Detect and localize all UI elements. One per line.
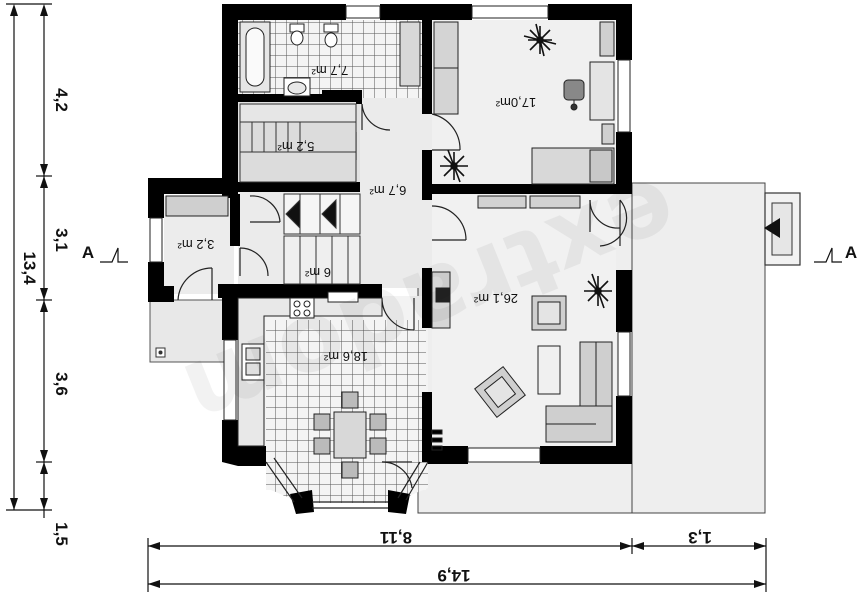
room-label-hall: 6,7 m² (369, 183, 407, 198)
coffee-table (537, 345, 561, 395)
room-label-bedroom: 17,0m² (495, 95, 536, 110)
vertical-segment-label: 1,5 (52, 522, 71, 546)
desk (589, 61, 615, 121)
shelf (529, 195, 581, 209)
room-label-stairs-lower: 6 m² (304, 265, 331, 280)
vertical-segment-label: 3,6 (52, 372, 71, 396)
sofa-icon (545, 341, 613, 443)
vertical-segment-label: 3,1 (52, 228, 71, 252)
plant-icon (440, 149, 468, 183)
bottom-total-label: 14,9 (437, 566, 470, 585)
bottom-segment-label: 8,11 (380, 528, 412, 547)
sink-icon (241, 343, 265, 381)
windows (149, 5, 631, 463)
vertical-dimension (6, 3, 52, 518)
dining-table (313, 391, 387, 479)
horizontal-ticks (148, 542, 766, 588)
armchair-icon (474, 366, 526, 418)
vertical-ticks (10, 4, 48, 510)
plant-icon (584, 273, 612, 309)
room-label-stairs-upper: 5,2 m² (277, 139, 315, 154)
room-label-kitchen: 18,6 m² (323, 349, 368, 364)
radiator (431, 429, 443, 451)
armchair-icon (531, 295, 567, 331)
bathroom-fixtures (239, 21, 421, 97)
section-marker-left: A (82, 243, 128, 263)
section-marker-right: A (814, 243, 857, 263)
shower-cabin (399, 21, 421, 87)
toilet-icon (289, 23, 305, 46)
room-label-living-room: 26,1 m² (473, 291, 518, 306)
bathtub-icon (239, 21, 271, 93)
bedroom-furniture (433, 21, 615, 185)
section-label-left: A (82, 243, 94, 262)
stove-icon (289, 297, 315, 319)
office-chair-icon (563, 79, 585, 111)
kitchen-furniture (237, 291, 387, 479)
room-labels: 7,7 m² 17,0m² 5,2 m² 6,7 m² 3,2 m² 6 m² … (177, 63, 536, 364)
toilet-icon (323, 23, 339, 48)
doors (177, 103, 628, 489)
kitchen-counter (237, 297, 383, 447)
vertical-segment-label: 4,2 (52, 88, 71, 112)
living-furniture (431, 195, 613, 451)
bottom-segment-label: 1,3 (688, 528, 712, 547)
plant-icon (523, 23, 557, 57)
sink-icon (283, 77, 311, 97)
vertical-total-label: 13,4 (20, 251, 39, 285)
section-label-right: A (845, 243, 857, 262)
stairs (239, 103, 361, 285)
bay-window (265, 457, 429, 509)
walls (148, 4, 632, 514)
room-label-small-room: 3,2 m² (177, 237, 215, 252)
entrance-porch (149, 299, 231, 363)
room-label-bathroom: 7,7 m² (311, 63, 349, 78)
shelf (477, 195, 527, 209)
